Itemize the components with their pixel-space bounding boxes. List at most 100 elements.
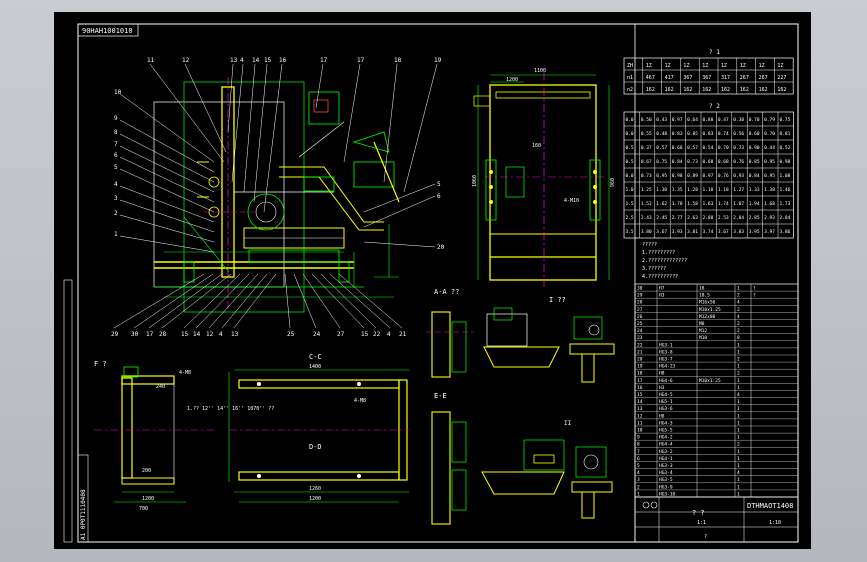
parts-cell: 21 bbox=[637, 349, 643, 355]
parts-cell: HG4-3 bbox=[659, 420, 673, 426]
dim-bl-700: 700 bbox=[139, 506, 148, 512]
table2-cell: 1.30 bbox=[656, 187, 667, 193]
table1-cell: 317 bbox=[721, 75, 730, 81]
parts-cell: 17 bbox=[637, 378, 643, 384]
balloon-bottom-29: 29 bbox=[111, 331, 119, 338]
parts-cell: 2 bbox=[737, 371, 740, 377]
parts-cell: 13 bbox=[637, 406, 643, 412]
table1-cell: 162 bbox=[759, 87, 768, 93]
table2-cell: 0.95 bbox=[764, 173, 775, 179]
parts-cell: 14 bbox=[637, 399, 643, 405]
table2-cell: 0.70 bbox=[764, 131, 775, 137]
parts-cell: 5 bbox=[637, 463, 640, 469]
label-section-aa: A-A ?? bbox=[434, 288, 459, 296]
note-line: 3.?????? bbox=[642, 266, 666, 272]
balloon-top-16: 16 bbox=[279, 57, 287, 64]
section-details: A-A ?? E-E I ?? II bbox=[426, 288, 615, 525]
table1-caption: ? 1 bbox=[709, 49, 720, 56]
table2-cell: 0.54 bbox=[703, 145, 714, 151]
table2-cell: 0.38 bbox=[733, 117, 744, 123]
table2-cell: 1.74 bbox=[718, 201, 729, 207]
label-section-dd: D-D bbox=[309, 443, 322, 451]
parts-cell: HG4-4 bbox=[659, 442, 673, 448]
table2-cell: 0.83 bbox=[703, 131, 714, 137]
parts-cell: 15 bbox=[637, 392, 643, 398]
parts-cell: 1 bbox=[737, 378, 740, 384]
table2-cell: 0.95 bbox=[764, 159, 775, 165]
table1-header-cell: 1Z bbox=[683, 63, 689, 69]
side-vertical-code: A1 0P0T1110408 bbox=[80, 489, 87, 540]
table2-caption: ? 2 bbox=[709, 103, 720, 110]
table2-cell: 3.95 bbox=[749, 229, 760, 235]
table1-cell: 417 bbox=[665, 75, 674, 81]
table2-cell: 0.56 bbox=[733, 131, 744, 137]
parts-cell: 12 bbox=[637, 413, 643, 419]
dim-bl-1200: 1200 bbox=[142, 496, 154, 502]
label-view-i: I ?? bbox=[549, 296, 566, 304]
parts-cell: HG3-6 bbox=[659, 406, 673, 412]
table2-cell: 0.47 bbox=[718, 117, 729, 123]
balloon-top-19: 19 bbox=[434, 57, 442, 64]
table2-cell: 2.45 bbox=[656, 215, 667, 221]
table2-cell: 0.67 bbox=[641, 159, 652, 165]
table2-cell: 3.67 bbox=[656, 229, 667, 235]
parts-cell: 1 bbox=[737, 420, 740, 426]
table2-cell: 3.80 bbox=[641, 229, 652, 235]
parts-cell: 1 bbox=[737, 364, 740, 370]
title-block-title: ? ? bbox=[692, 509, 705, 517]
balloon-right-20: 20 bbox=[437, 244, 445, 251]
parts-cell: H7 bbox=[659, 286, 665, 292]
table2-cell: 1.52 bbox=[641, 201, 652, 207]
table2-cell: 0.70 bbox=[749, 117, 760, 123]
balloon-bottom-25: 25 bbox=[287, 331, 295, 338]
table1-header-cell: 1Z bbox=[740, 63, 746, 69]
balloon-left-6: 6 bbox=[114, 152, 118, 159]
note-line: ????? bbox=[642, 242, 657, 248]
balloon-left-10: 10 bbox=[114, 89, 122, 96]
parts-cell: M12x80 bbox=[699, 314, 716, 320]
parts-cell: 11 bbox=[637, 420, 643, 426]
note-line: 1.????????? bbox=[642, 250, 675, 256]
table2-cell: 0.55 bbox=[641, 131, 652, 137]
parts-cell: HG5-5 bbox=[659, 428, 673, 434]
table2-cell: 1.78 bbox=[672, 201, 683, 207]
parts-cell: 4 bbox=[737, 392, 740, 398]
balloon-bottom-30: 30 bbox=[131, 331, 139, 338]
balloon-bottom-13: 13 bbox=[231, 331, 239, 338]
table1-header-cell: 1Z bbox=[702, 63, 708, 69]
table2-cell: 1.58 bbox=[687, 201, 698, 207]
dim-960: 960 bbox=[610, 178, 616, 187]
table1-cell: 267 bbox=[740, 75, 749, 81]
parts-cell: HG4-2 bbox=[659, 435, 673, 441]
table2-cell: 0.75 bbox=[656, 159, 667, 165]
parts-cell: 24 bbox=[637, 328, 643, 334]
table1-cell: 162 bbox=[646, 87, 655, 93]
balloon-right-5: 5 bbox=[437, 181, 441, 188]
table2-cell: 0.73 bbox=[641, 173, 652, 179]
table2-cell: 1.38 bbox=[764, 187, 775, 193]
table2-cell: 3.83 bbox=[733, 229, 744, 235]
main-assembly-view bbox=[153, 77, 400, 313]
parts-cell: 16 bbox=[637, 385, 643, 391]
table2-cell: 0.95 bbox=[656, 173, 667, 179]
label-section-cc: C-C bbox=[309, 353, 322, 361]
balloon-bottom-24: 24 bbox=[313, 331, 321, 338]
parts-cell: 7 bbox=[637, 449, 640, 455]
cad-drawing: 90HAH1001010 A1 0P0T1110408 bbox=[63, 23, 799, 543]
parts-cell: 9 bbox=[637, 435, 640, 441]
parts-cell: 28 bbox=[637, 300, 643, 306]
balloon-left-3: 3 bbox=[114, 195, 118, 202]
title-block-material: ? bbox=[704, 534, 707, 540]
parts-cell: 1 bbox=[637, 491, 640, 497]
label-section-ee: E-E bbox=[434, 392, 447, 400]
table1-cell: 162 bbox=[683, 87, 692, 93]
table2-cell: 1.73 bbox=[780, 201, 791, 207]
balloon-top-11: 11 bbox=[147, 57, 155, 64]
table2-cell: 0.68 bbox=[703, 159, 714, 165]
balloon-top-15: 15 bbox=[264, 57, 272, 64]
